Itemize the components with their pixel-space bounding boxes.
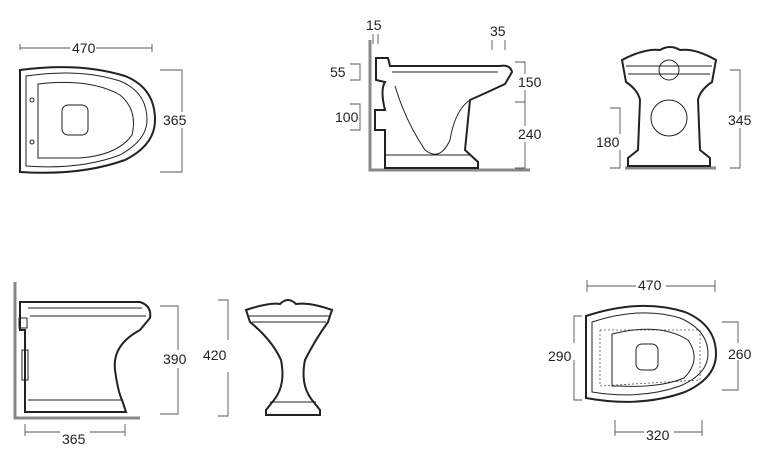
dimension-right-depth: 260 [728, 346, 752, 362]
front-view-bottom: 420 [203, 299, 334, 417]
dimension-total-height: 345 [728, 112, 752, 128]
dimension-left-depth: 290 [548, 348, 572, 364]
dimension-outlet-height-front: 180 [596, 134, 620, 150]
dimension-height-front: 420 [203, 347, 227, 363]
dimension-depth-side: 365 [62, 431, 86, 447]
front-view-top: 180 345 [596, 46, 752, 170]
dimension-width: 470 [72, 40, 96, 56]
side-view-top: 15 35 55 100 150 240 [330, 17, 542, 172]
dimension-depth: 365 [163, 112, 187, 128]
dimension-height: 390 [163, 351, 187, 367]
plan-view-bottom: 470 290 260 320 [548, 277, 752, 443]
side-view-bottom: 390 365 [13, 282, 187, 447]
dimension-base-width: 320 [646, 427, 670, 443]
plan-view-top: 470 365 [19, 40, 187, 174]
dimension-inlet-height: 55 [330, 64, 346, 80]
dimension-outlet-height: 240 [518, 126, 542, 142]
dimension-outlet-size: 100 [335, 109, 359, 125]
dimension-width-plan: 470 [638, 277, 662, 293]
dimension-rim-height: 150 [518, 74, 542, 90]
dimension-rim-offset: 35 [490, 23, 506, 39]
dimension-wall-offset: 15 [366, 17, 382, 33]
